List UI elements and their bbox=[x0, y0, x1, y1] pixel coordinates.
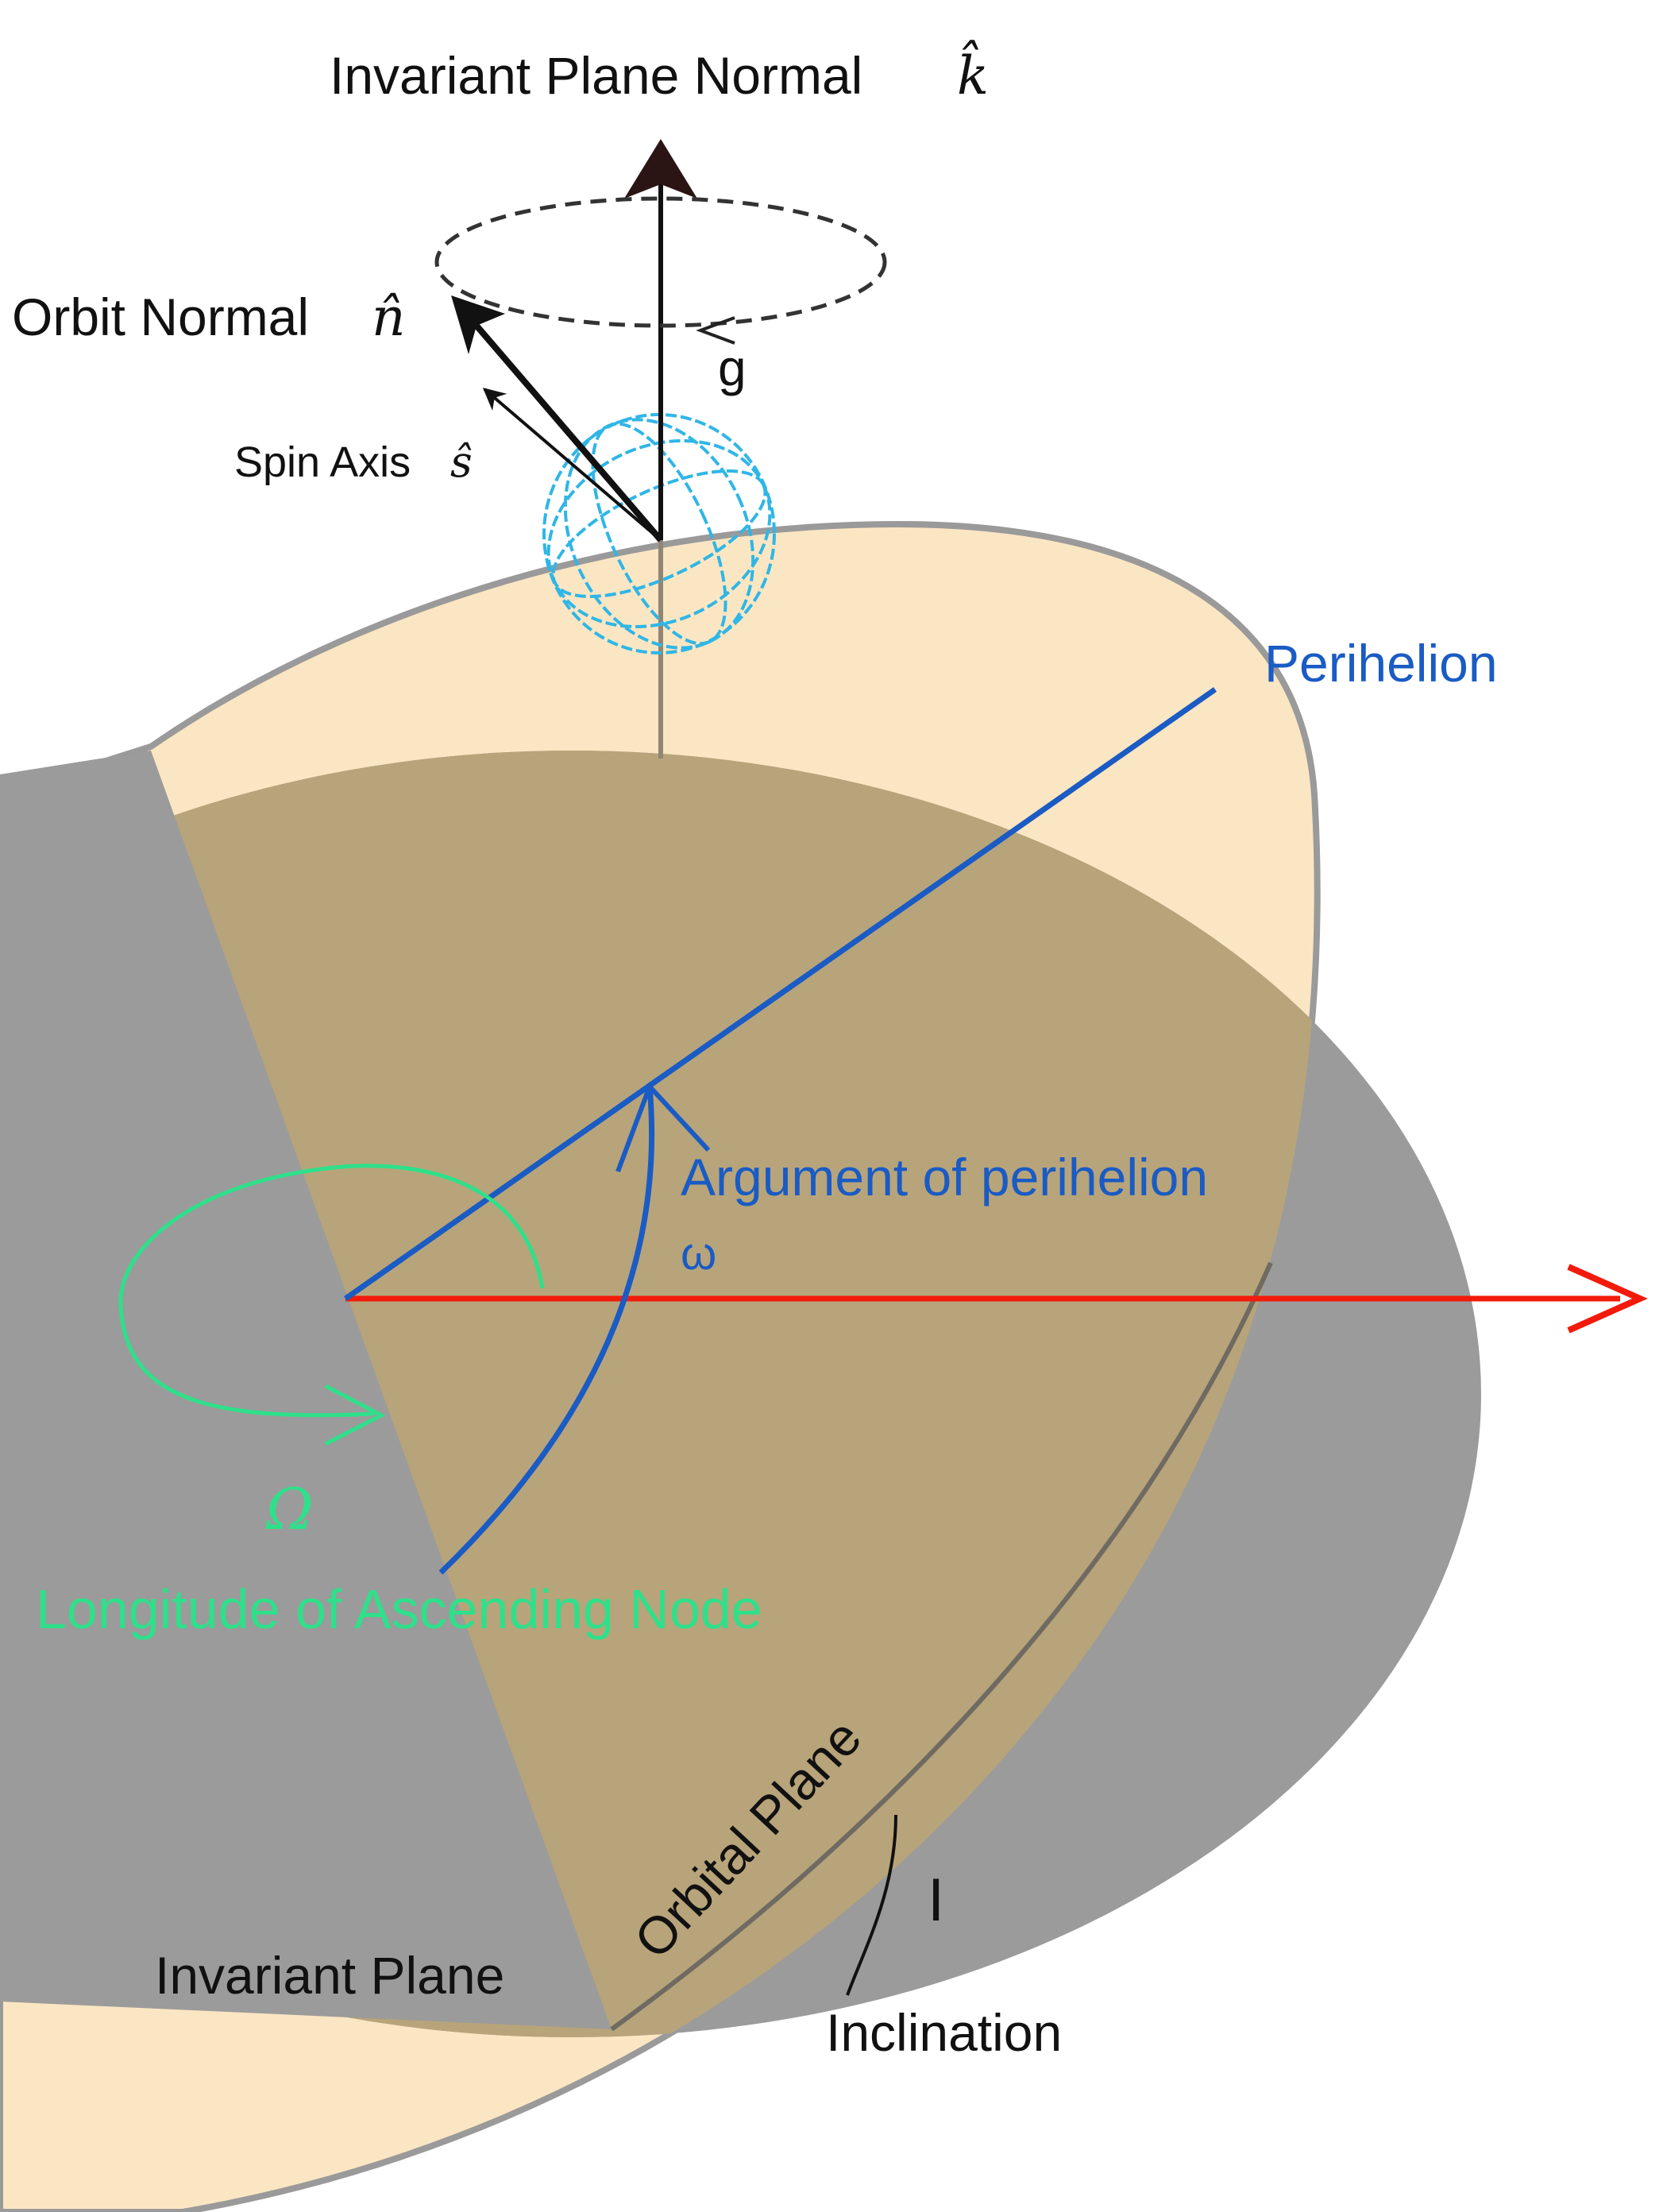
argument-of-perihelion-label: Argument of perihelion bbox=[681, 1148, 1208, 1206]
reference-direction-arrowhead bbox=[1567, 1264, 1648, 1334]
orbit-normal-arrowhead bbox=[451, 295, 505, 354]
argument-of-perihelion-arc bbox=[438, 1086, 655, 1575]
orbital-plane-front-edge bbox=[610, 1261, 1273, 2032]
invariant-plane-label: Invariant Plane bbox=[155, 1946, 504, 2005]
inclination-symbol: I bbox=[928, 1866, 944, 1934]
invariant-gray-left-section bbox=[0, 751, 612, 2029]
orbit-normal-arrow bbox=[473, 323, 664, 542]
inclination-label: Inclination bbox=[826, 2003, 1062, 2062]
longitude-of-node-symbol: Ω bbox=[265, 1476, 314, 1542]
argument-of-perihelion-symbol: ω bbox=[681, 1228, 716, 1280]
precession-arrowhead bbox=[696, 316, 735, 345]
spin-axis-label: Spin Axis bbox=[234, 438, 411, 486]
invariant-plane-normal-label: Invariant Plane Normal bbox=[330, 46, 862, 105]
longitude-of-node-arrowhead bbox=[324, 1384, 386, 1446]
precession-circle bbox=[434, 196, 887, 328]
precession-rate-label: g bbox=[718, 339, 747, 396]
longitude-of-node-loop bbox=[118, 1164, 545, 1418]
perihelion-label: Perihelion bbox=[1264, 634, 1498, 693]
orbit-normal-label: Orbit Normal bbox=[12, 288, 309, 346]
inclination-arc bbox=[846, 1814, 897, 1996]
orbit-normal-symbol: n̂ bbox=[372, 287, 406, 348]
invariant-plane-normal-arrowhead bbox=[624, 139, 697, 199]
longitude-of-node-label: Longitude of Ascending Node bbox=[36, 1578, 762, 1640]
argument-of-perihelion-arrowhead bbox=[615, 1082, 711, 1173]
invariant-plane-normal-symbol: k̂ bbox=[957, 41, 989, 106]
spin-axis-arrow bbox=[482, 388, 662, 542]
spin-axis-symbol: ŝ bbox=[450, 437, 473, 487]
